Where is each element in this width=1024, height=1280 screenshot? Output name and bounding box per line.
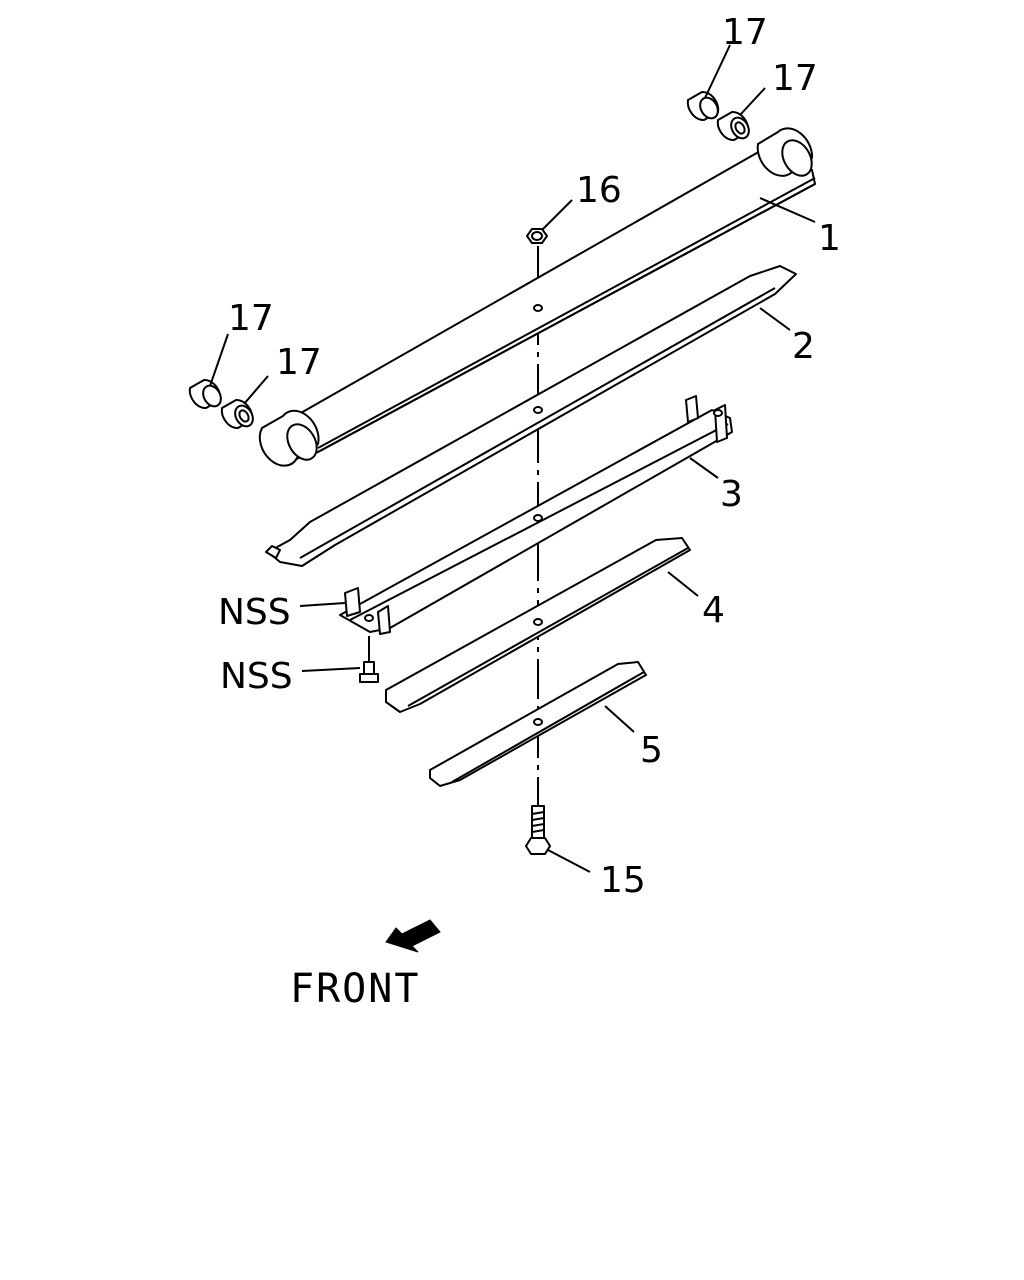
callout-nss-bolt: NSS [220, 656, 293, 697]
bushing-17-lower-inner[interactable] [220, 398, 257, 430]
callout-17-left-inner: 17 [276, 342, 322, 383]
callout-16: 16 [576, 170, 622, 211]
leaf-3-with-clips[interactable] [339, 395, 733, 635]
callout-17-top-inner: 17 [772, 58, 818, 99]
callout-3: 3 [720, 474, 743, 515]
callout-nss-clip: NSS [218, 592, 291, 633]
center-bolt-15[interactable] [525, 805, 551, 855]
callout-17-left-outer: 17 [228, 298, 274, 339]
bushing-17-upper-inner[interactable] [716, 110, 753, 142]
main-leaf-1[interactable] [258, 127, 818, 467]
bushing-17-lower-outer[interactable] [188, 378, 225, 410]
callout-17-top-outer: 17 [722, 12, 768, 53]
leader-lines [209, 44, 816, 873]
callout-2: 2 [792, 326, 815, 367]
nut-16[interactable] [526, 228, 548, 244]
front-label: FRONT [290, 966, 420, 1012]
callout-4: 4 [702, 590, 725, 631]
bushing-17-upper-outer[interactable] [686, 90, 722, 122]
nss-bolt[interactable] [359, 636, 379, 683]
callout-1: 1 [818, 218, 841, 259]
shim-5[interactable] [429, 661, 647, 787]
callout-15: 15 [600, 860, 646, 901]
leaf-2[interactable] [265, 265, 797, 567]
shim-4[interactable] [385, 537, 691, 713]
front-arrow-icon [385, 919, 441, 953]
callout-5: 5 [640, 730, 663, 771]
